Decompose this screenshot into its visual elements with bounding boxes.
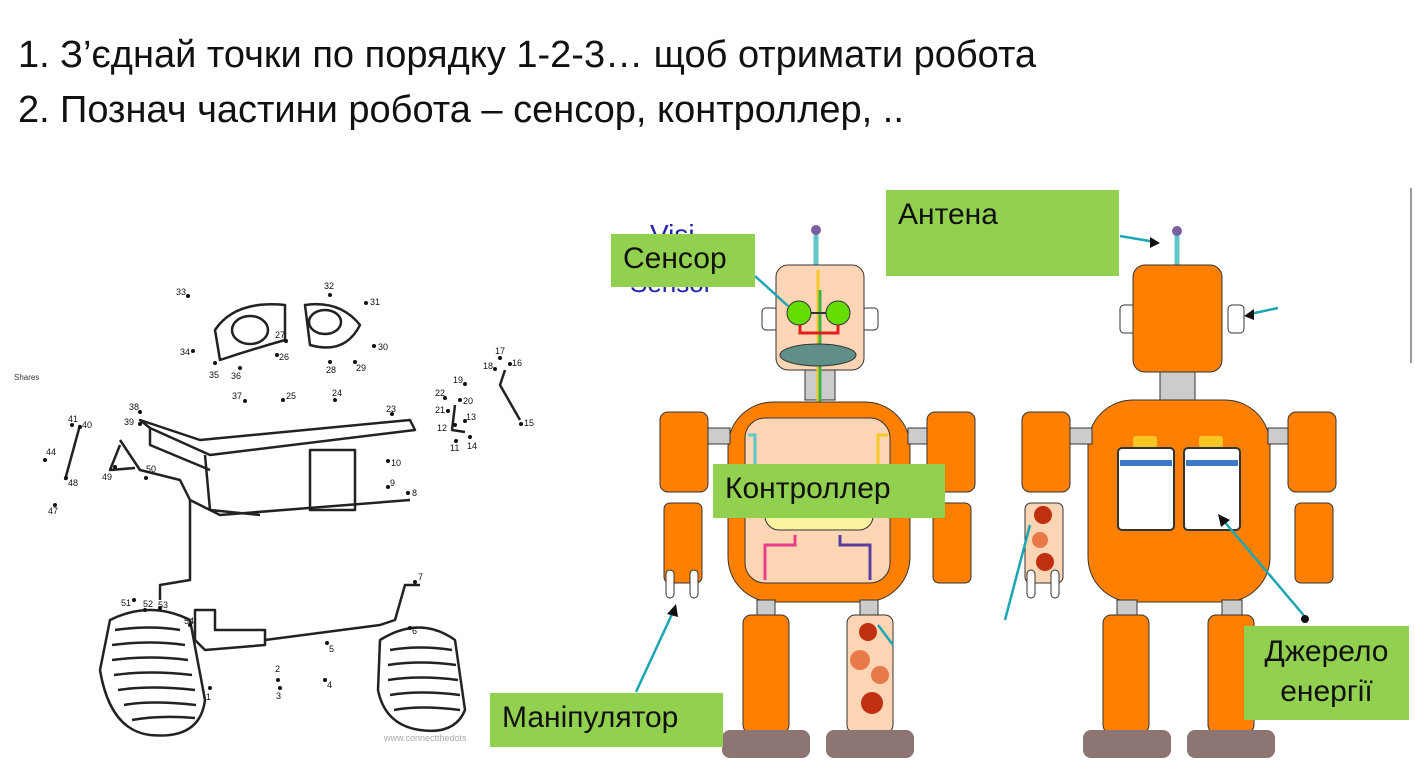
svg-text:54: 54	[184, 616, 194, 626]
svg-text:33: 33	[176, 287, 186, 297]
svg-text:10: 10	[391, 458, 401, 468]
svg-text:28: 28	[326, 365, 336, 375]
svg-text:37: 37	[232, 391, 242, 401]
slide-edge-line	[1410, 188, 1412, 363]
svg-text:36: 36	[231, 371, 241, 381]
svg-text:1: 1	[206, 692, 211, 702]
connect-the-dots-image: Shares	[0, 0, 560, 773]
svg-text:30: 30	[378, 342, 388, 352]
svg-text:16: 16	[512, 358, 522, 368]
svg-text:27: 27	[275, 330, 285, 340]
svg-text:6: 6	[412, 626, 417, 636]
svg-text:31: 31	[370, 297, 380, 307]
svg-text:14: 14	[467, 441, 477, 451]
svg-text:5: 5	[329, 644, 334, 654]
svg-text:34: 34	[180, 347, 190, 357]
svg-text:23: 23	[386, 404, 396, 414]
svg-text:53: 53	[158, 600, 168, 610]
svg-text:41: 41	[68, 414, 78, 424]
svg-text:3: 3	[276, 691, 281, 701]
svg-text:47: 47	[48, 506, 58, 516]
svg-text:26: 26	[279, 352, 289, 362]
svg-text:22: 22	[435, 388, 445, 398]
svg-text:32: 32	[324, 281, 334, 291]
svg-text:49: 49	[102, 472, 112, 482]
svg-text:38: 38	[129, 402, 139, 412]
sensor-label: Сенсор	[611, 234, 755, 287]
svg-text:39: 39	[124, 417, 134, 427]
svg-text:9: 9	[390, 478, 395, 488]
svg-text:20: 20	[463, 396, 473, 406]
svg-text:25: 25	[286, 391, 296, 401]
svg-text:4: 4	[327, 680, 332, 690]
svg-text:2: 2	[275, 664, 280, 674]
svg-text:40: 40	[82, 420, 92, 430]
svg-text:24: 24	[332, 388, 342, 398]
svg-text:15: 15	[524, 418, 534, 428]
shares-text: Shares	[14, 373, 39, 382]
svg-text:29: 29	[356, 363, 366, 373]
svg-text:48: 48	[68, 478, 78, 488]
svg-text:12: 12	[437, 423, 447, 433]
manipulator-label-text: Маніпулятор	[502, 701, 678, 734]
watermark-text: www.connectthedots	[383, 733, 467, 743]
svg-text:19: 19	[453, 375, 463, 385]
antenna-label-text: Антена	[898, 198, 998, 231]
antenna-label: Антена	[886, 190, 1119, 276]
svg-text:11: 11	[450, 443, 459, 453]
controller-label-text: Контроллер	[725, 472, 891, 505]
svg-text:44: 44	[46, 447, 56, 457]
power-source-label-line2: енергії	[1250, 672, 1403, 712]
svg-text:17: 17	[495, 346, 505, 356]
dot-numbers: 1 2 3 4 5 6 7 8 9 10 11 12 13 14 15 16 1…	[43, 281, 534, 702]
svg-text:18: 18	[483, 361, 493, 371]
svg-text:21: 21	[435, 405, 445, 415]
svg-text:35: 35	[209, 370, 219, 380]
power-source-label-line1: Джерело	[1250, 632, 1403, 672]
svg-text:7: 7	[418, 572, 423, 582]
svg-text:50: 50	[146, 464, 156, 474]
puzzle-outline	[65, 304, 520, 735]
manipulator-label: Маніпулятор	[490, 693, 723, 747]
sensor-label-text: Сенсор	[623, 242, 727, 275]
controller-label: Контроллер	[713, 464, 945, 518]
svg-text:51: 51	[121, 598, 131, 608]
svg-text:52: 52	[143, 599, 153, 609]
svg-text:13: 13	[466, 412, 476, 422]
power-source-label: Джерело енергії	[1244, 626, 1409, 720]
svg-text:8: 8	[412, 488, 417, 498]
